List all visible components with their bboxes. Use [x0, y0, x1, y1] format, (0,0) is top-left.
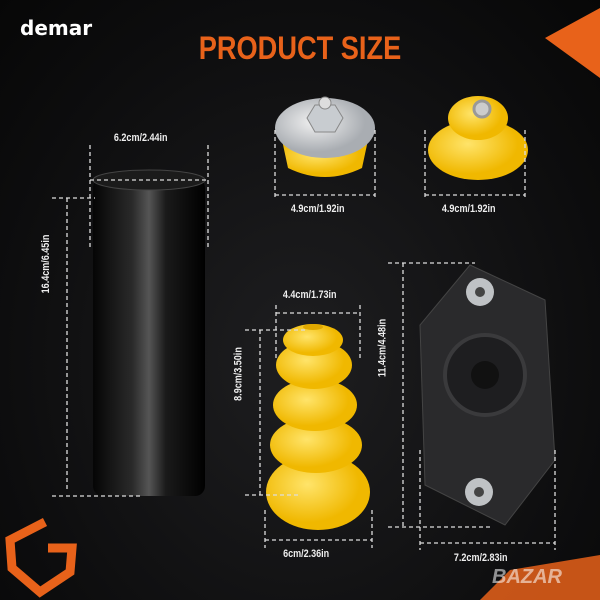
- bump-stop-top-width-label: 4.4cm/1.73in: [282, 289, 337, 301]
- strut-mount-plate: [419, 264, 556, 526]
- tube-width-label: 6.2cm/2.44in: [113, 132, 168, 144]
- page-title: PRODUCT SIZE: [198, 30, 402, 66]
- top-mount-yellow: [428, 96, 528, 180]
- bump-stop-bottom-width-label: 6cm/2.36in: [283, 548, 330, 560]
- plate-width-label: 7.2cm/2.83in: [453, 552, 508, 564]
- watermark: BAZAR: [492, 566, 562, 588]
- bump-stop-height-label: 8.9cm/3.50in: [232, 347, 245, 401]
- yellow-mount-width-label: 4.9cm/1.92in: [441, 203, 496, 215]
- g-logo: [5, 517, 77, 598]
- brand-name: demar: [20, 16, 93, 40]
- top-mount-metal: [275, 96, 375, 177]
- metal-mount-width-label: 4.9cm/1.92in: [290, 203, 345, 215]
- tube: [92, 169, 206, 496]
- bump-stop: [266, 324, 370, 530]
- corner-triangle: [545, 8, 600, 78]
- watermark-band: [480, 555, 600, 600]
- dimension-lines: [52, 130, 556, 550]
- plate-height-label: 11.4cm/4.48in: [376, 318, 389, 378]
- tube-height-label: 16.4cm/6.45in: [39, 234, 52, 294]
